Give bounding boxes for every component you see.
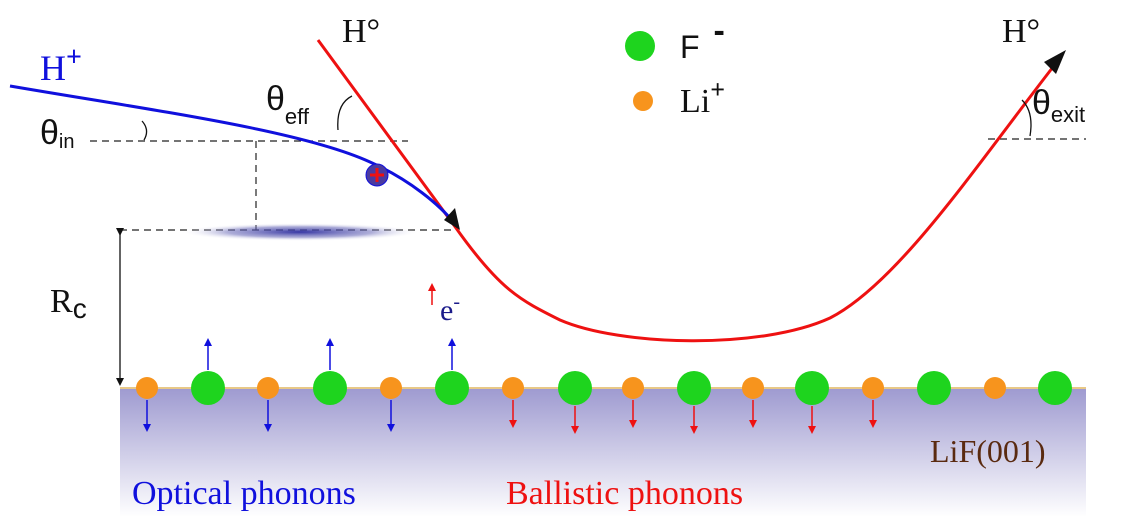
- h-plus-label: H+: [40, 42, 82, 88]
- phonon-arrows: [143, 338, 877, 434]
- li-ion: [742, 377, 764, 399]
- projectile-plus-sign: [370, 168, 384, 182]
- li-ion: [862, 377, 884, 399]
- f-ion: [1038, 371, 1072, 405]
- ballistic-phonons-label: Ballistic phonons: [506, 475, 743, 512]
- theta-exit-label: θexit: [1032, 84, 1085, 127]
- exit-arrowhead: [1044, 50, 1066, 74]
- legend-li-marker: [633, 91, 653, 111]
- h-plus-trajectory: [9, 84, 457, 225]
- h-neutral-trajectory: [316, 39, 1062, 343]
- lif-surface: [120, 388, 1086, 517]
- li-ion: [502, 377, 524, 399]
- li-ion: [257, 377, 279, 399]
- neutralization-region: [180, 223, 420, 241]
- f-ion: [795, 371, 829, 405]
- f-ion: [313, 371, 347, 405]
- surface-label: LiF(001): [930, 433, 1046, 469]
- theta-in-label: θin: [40, 114, 75, 153]
- electron-label: e-: [440, 291, 460, 327]
- theta-eff-label: θeff: [266, 80, 310, 129]
- legend-f-label: F-: [680, 12, 725, 65]
- f-ion: [917, 371, 951, 405]
- incoming-arrowhead: [444, 208, 460, 230]
- f-ion: [677, 371, 711, 405]
- theta-eff-arc: [337, 95, 353, 131]
- surface-atoms: [136, 371, 1072, 405]
- li-ion: [380, 377, 402, 399]
- f-ion: [558, 371, 592, 405]
- theta-in-arc: [141, 120, 148, 141]
- theta-exit-arc: [1021, 99, 1032, 137]
- optical-phonons-label: Optical phonons: [132, 475, 356, 512]
- rc-label: Rc: [50, 283, 87, 324]
- legend-li-label: Li+: [680, 75, 725, 120]
- li-ion: [984, 377, 1006, 399]
- h-neutral-in-label: H°: [342, 13, 380, 50]
- f-ion: [435, 371, 469, 405]
- h-neutral-out-label: H°: [1002, 13, 1040, 50]
- li-ion: [622, 377, 644, 399]
- f-ion: [191, 371, 225, 405]
- legend-f-marker: [625, 31, 655, 61]
- li-ion: [136, 377, 158, 399]
